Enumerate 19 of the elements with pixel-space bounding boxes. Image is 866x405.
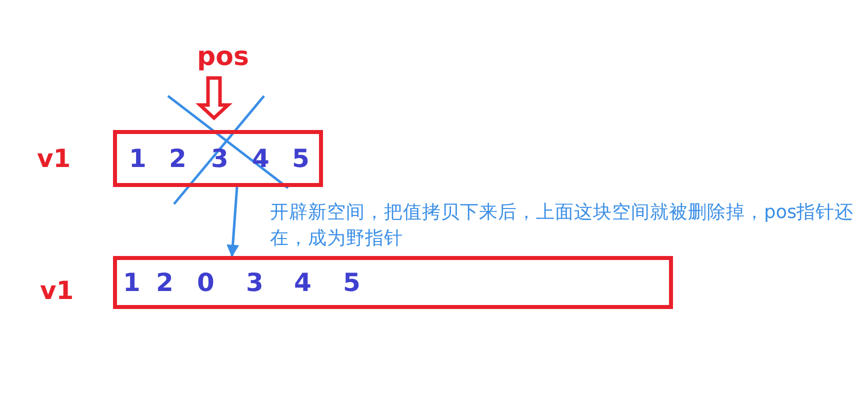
array-element: 4 <box>252 144 270 172</box>
array-element: 3 <box>246 268 264 296</box>
note-text: 开辟新空间，把值拷贝下来后，上面这块空间就被删除掉，pos指针还在，成为野指针 <box>270 201 855 251</box>
array-element: 2 <box>156 268 174 296</box>
array-box <box>113 256 673 309</box>
array-element: 2 <box>169 144 186 172</box>
arrow <box>226 186 240 258</box>
array-element: 4 <box>294 268 312 296</box>
arrow <box>196 76 232 120</box>
array-element: 1 <box>129 144 146 172</box>
variable-label: v1 <box>37 145 71 173</box>
array-element: 0 <box>197 268 214 296</box>
array-element: 5 <box>343 268 360 296</box>
variable-label: v1 <box>40 277 74 305</box>
pointer-label: pos <box>192 42 254 72</box>
array-element: 3 <box>211 144 228 172</box>
array-element: 1 <box>123 268 140 296</box>
array-element: 5 <box>292 144 310 172</box>
array-box <box>113 130 323 187</box>
